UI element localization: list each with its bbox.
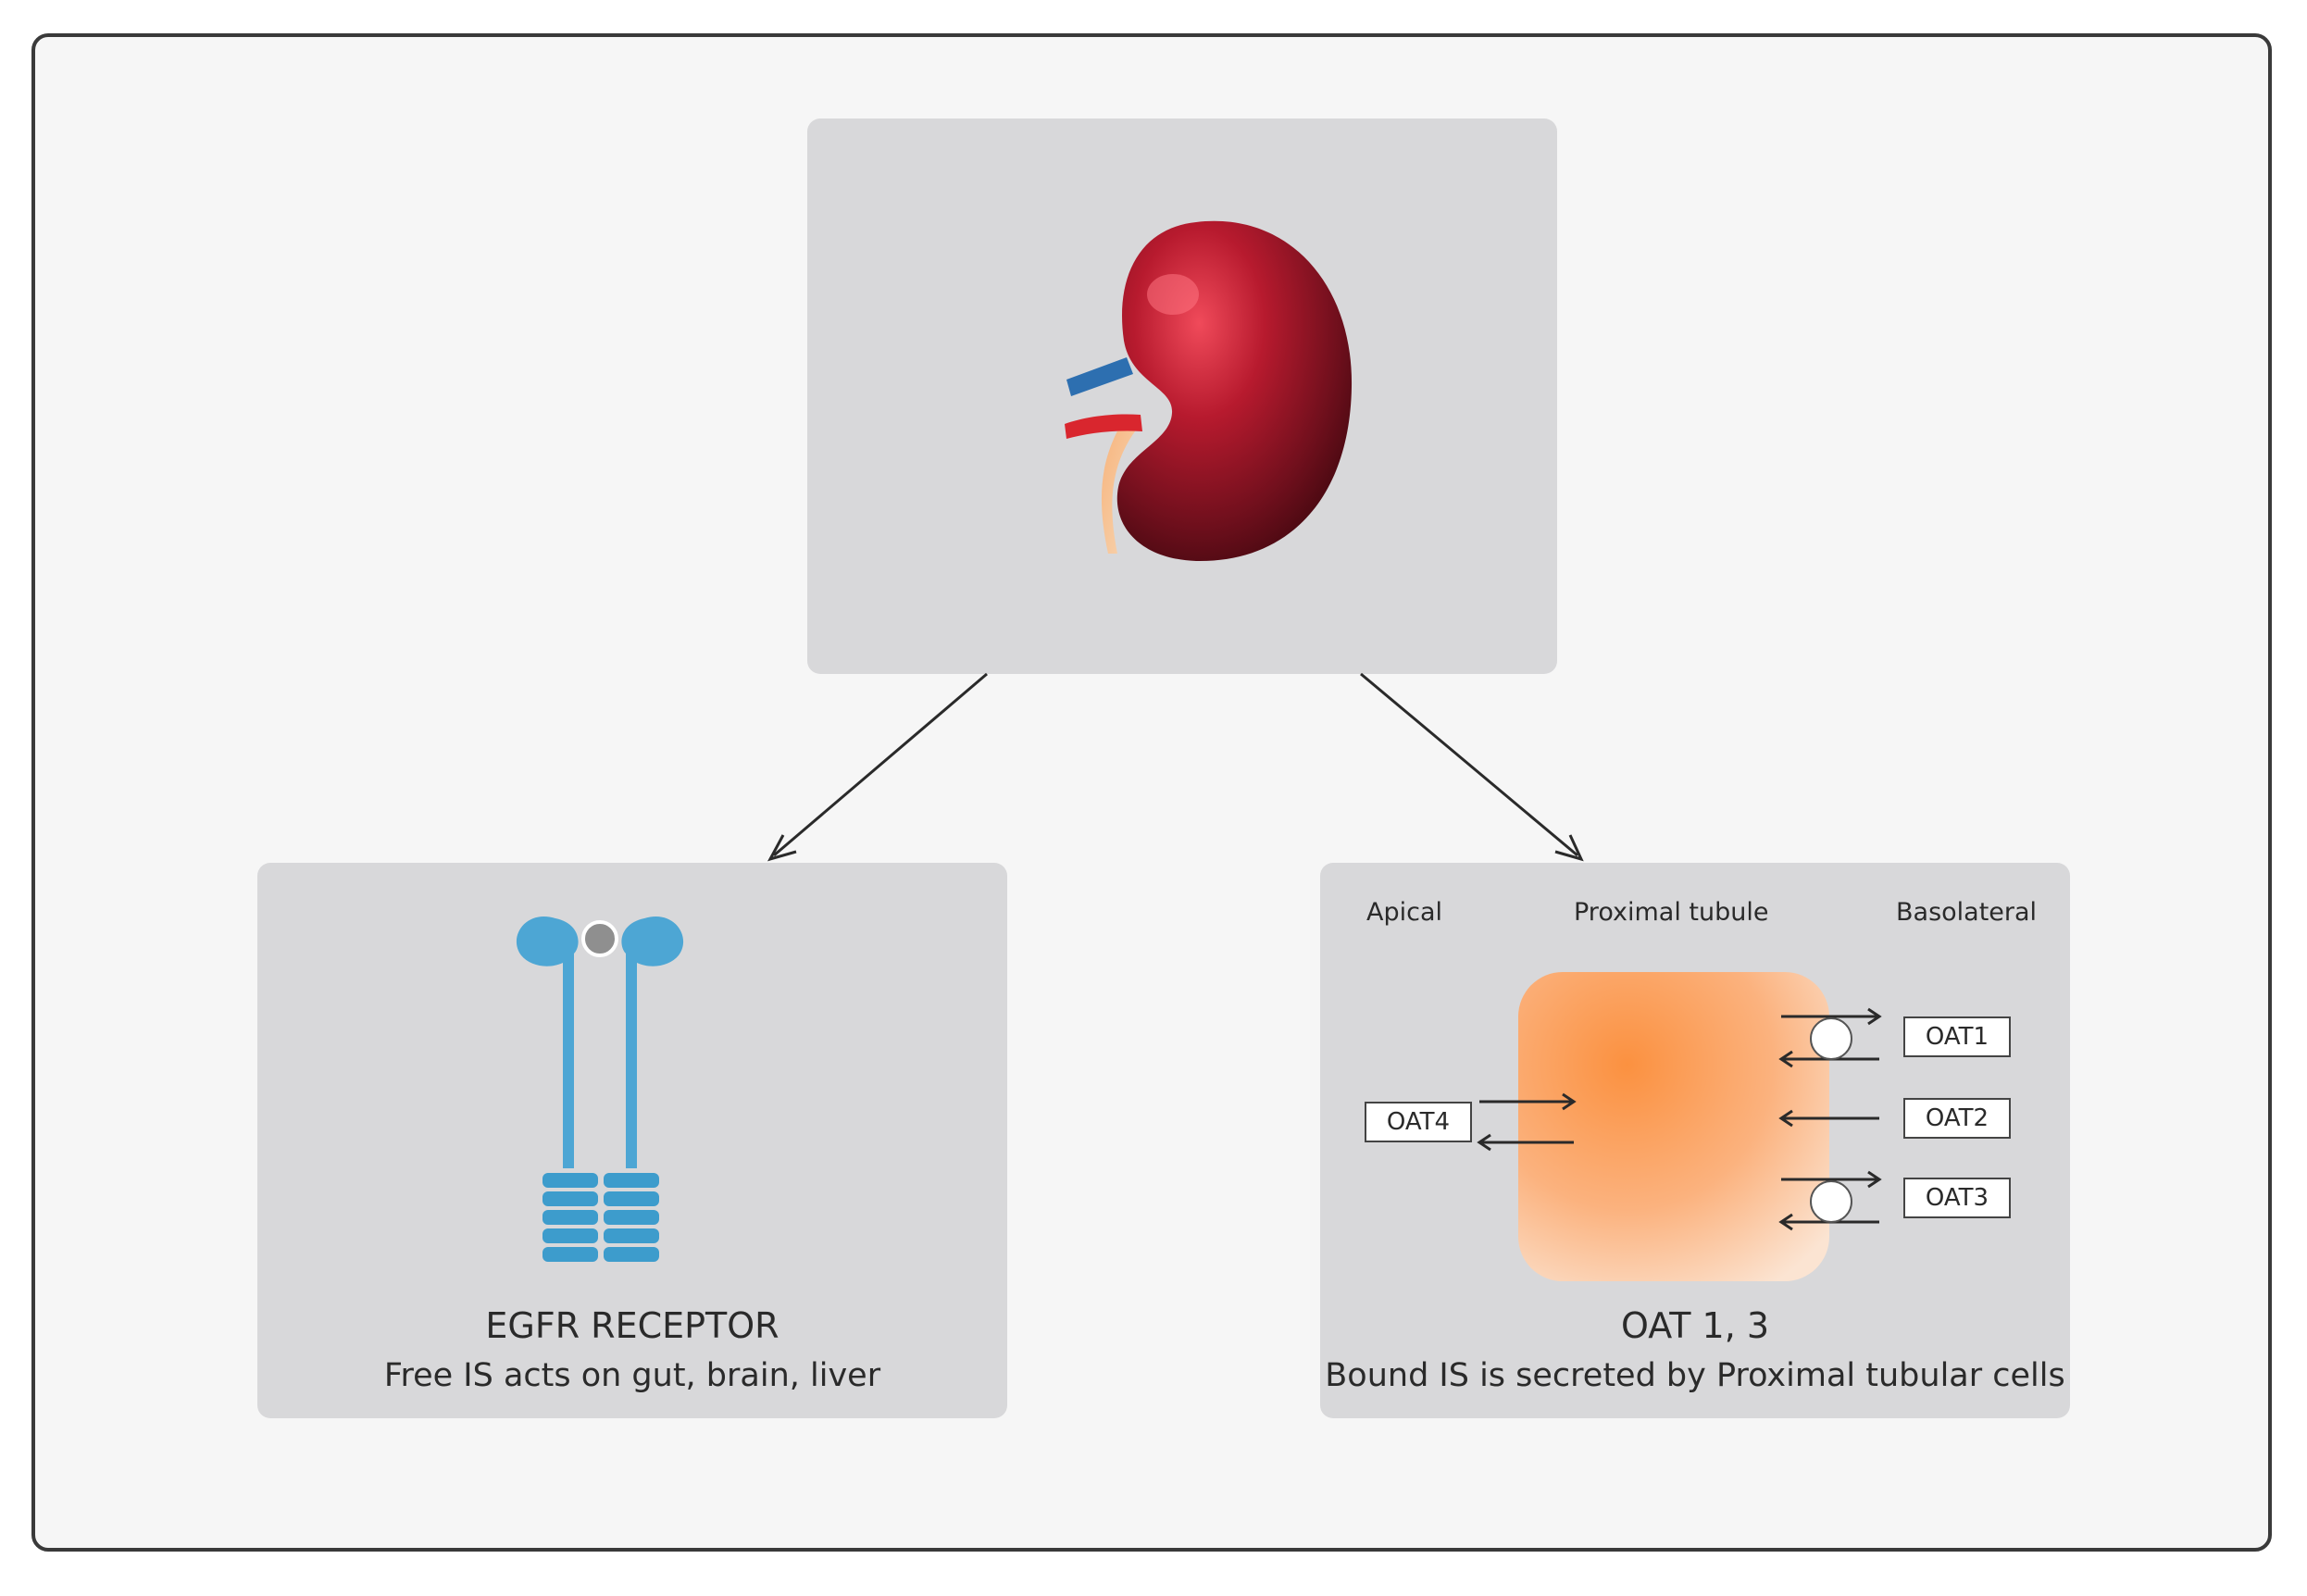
oat-panel: Apical Proximal tubule Basolateral (1320, 863, 2070, 1418)
basolateral-label: Basolateral (1896, 898, 2038, 927)
transporter-circle-icon (1810, 1180, 1852, 1223)
egfr-panel: EGFR RECEPTOR Free IS acts on gut, brain… (257, 863, 1007, 1418)
proximal-tubule-label: Proximal tubule (1574, 898, 1769, 927)
oat-subtitle: Bound IS is secreted by Proximal tubular… (1325, 1357, 2065, 1394)
egfr-receptor-icon (516, 916, 684, 1262)
proximal-tubule-cell (1477, 972, 1882, 1281)
oat4-box: OAT4 (1365, 1102, 1472, 1142)
oat2-box: OAT2 (1903, 1098, 2011, 1139)
oat1-box: OAT1 (1903, 1016, 2011, 1057)
kidney-panel (807, 118, 1557, 674)
egfr-title: EGFR RECEPTOR (485, 1305, 779, 1346)
oat-title: OAT 1, 3 (1620, 1305, 1770, 1346)
oat3-box: OAT3 (1903, 1178, 2011, 1218)
apical-label: Apical (1366, 898, 1443, 927)
egfr-subtitle: Free IS acts on gut, brain, liver (383, 1357, 881, 1394)
kidney-icon (1065, 220, 1353, 562)
transporter-circle-icon (1810, 1017, 1852, 1060)
